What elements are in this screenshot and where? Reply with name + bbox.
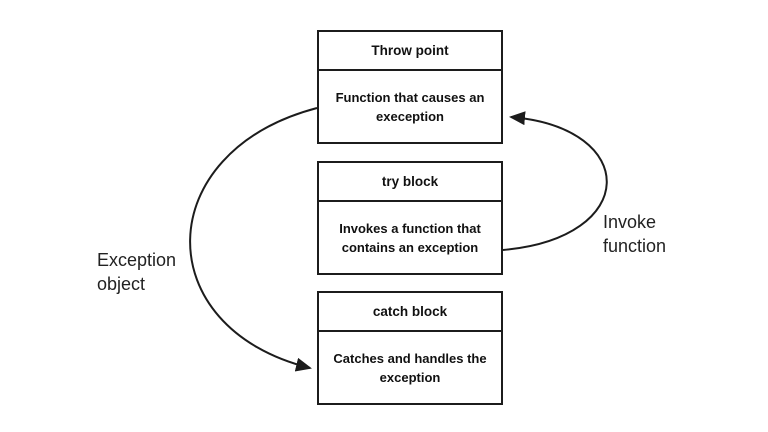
catch-block-body: Catches and handles the exception (319, 332, 501, 403)
exception-object-arrow (189, 107, 318, 372)
invoke-function-label: Invoke function (603, 210, 666, 258)
try-block-box: try block Invokes a function that contai… (317, 161, 503, 275)
catch-block-body-line: exception (379, 369, 441, 385)
catch-block-body-line: Catches and handles the (333, 350, 487, 366)
throw-point-body-line: exeception (376, 108, 444, 124)
try-block-body-line: contains an exception (341, 239, 479, 255)
throw-point-body-line: Function that causes an (335, 89, 485, 105)
catch-block-header: catch block (319, 293, 501, 332)
invoke-function-label-line: Invoke (603, 212, 657, 232)
throw-point-box: Throw point Function that causes an exec… (317, 30, 503, 144)
invoke-function-label-line: function (603, 236, 667, 256)
catch-block-box: catch block Catches and handles the exce… (317, 291, 503, 405)
try-block-body-line: Invokes a function that (339, 220, 481, 236)
exception-object-label-line: Exception (97, 250, 177, 270)
throw-point-body: Function that causes an exeception (319, 71, 501, 142)
invoke-function-arrow (502, 111, 608, 251)
exception-object-label-line: object (97, 274, 146, 294)
try-block-header: try block (319, 163, 501, 202)
try-block-body: Invokes a function that contains an exce… (319, 202, 501, 273)
throw-point-header: Throw point (319, 32, 501, 71)
exception-object-label: Exception object (97, 248, 176, 296)
